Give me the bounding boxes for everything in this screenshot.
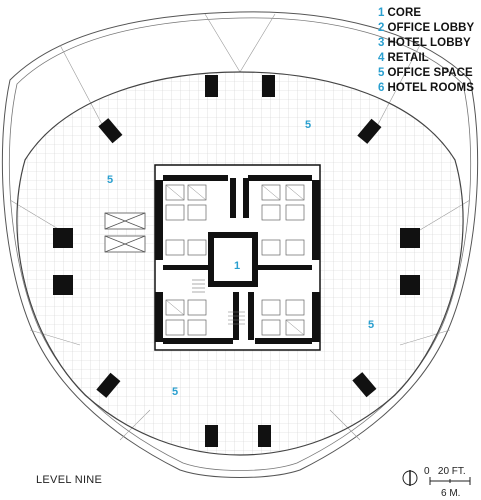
core <box>154 164 321 351</box>
north-arrow-icon <box>402 470 418 486</box>
zone-label-core: 1 <box>234 260 240 272</box>
zone-label-office-s: 5 <box>172 386 178 398</box>
zone-label-office-ne: 5 <box>305 119 311 131</box>
zone-label-office-e: 5 <box>368 319 374 331</box>
scale-bar <box>429 477 471 485</box>
scale-meters-label: 6 M. <box>441 488 461 499</box>
scale-feet-label: 0 20 FT. <box>424 466 466 477</box>
outer-facade <box>1 11 479 478</box>
shafts <box>104 212 146 253</box>
level-caption: LEVEL NINE <box>36 474 103 486</box>
perimeter-columns <box>53 75 420 447</box>
zone-label-office-w: 5 <box>107 174 113 186</box>
